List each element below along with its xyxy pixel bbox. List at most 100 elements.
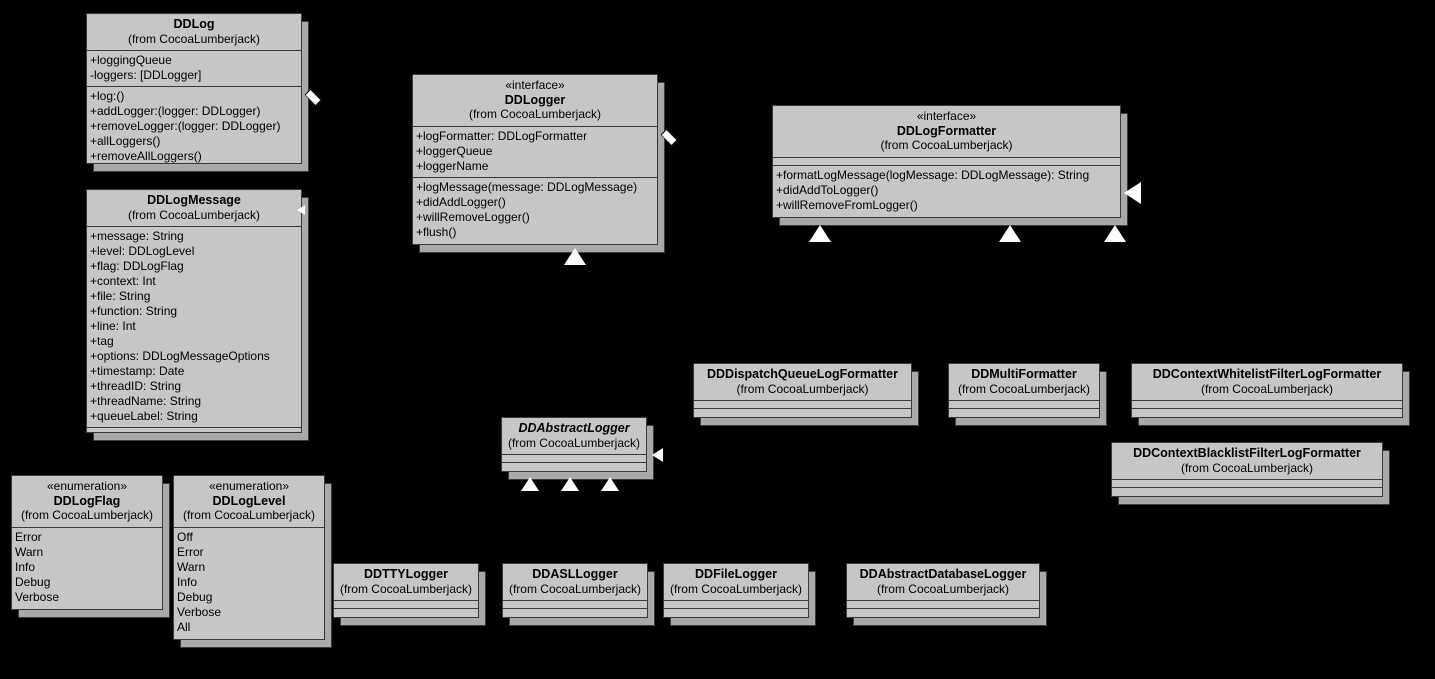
class-box-ddasllogger[interactable]: DDASLLogger (from CocoaLumberjack) bbox=[502, 563, 648, 618]
operation-row: +willRemoveFromLogger() bbox=[776, 197, 918, 212]
attribute-row: +queueLabel: String bbox=[90, 409, 198, 423]
operation-row: +didAddLogger() bbox=[416, 194, 506, 209]
attributes-ddasllogger bbox=[503, 601, 647, 609]
enum-literal-row: Warn bbox=[177, 559, 206, 574]
class-box-ddcontextblacklistfilterlogformatter[interactable]: DDContextBlacklistFilterLogFormatter (fr… bbox=[1111, 442, 1383, 497]
class-package-ddcontextwhitelistfilterlogformatter: (from CocoaLumberjack) bbox=[1200, 381, 1334, 396]
class-box-ddlog[interactable]: DDLog (from CocoaLumberjack) +loggingQue… bbox=[86, 13, 302, 164]
operation-row: +logMessage(message: DDLogMessage) bbox=[416, 179, 638, 194]
attribute-row: +options: DDLogMessageOptions bbox=[90, 349, 270, 363]
class-package-ddcontextblacklistfilterlogformatter: (from CocoaLumberjack) bbox=[1180, 460, 1314, 475]
connector-arrow-ddlogmessage bbox=[297, 205, 305, 215]
class-box-ddloglevel[interactable]: «enumeration» DDLogLevel (from CocoaLumb… bbox=[173, 475, 325, 640]
operation-row: +willRemoveLogger() bbox=[416, 209, 530, 224]
class-box-ddlogger[interactable]: «interface» DDLogger (from CocoaLumberja… bbox=[412, 74, 658, 245]
class-name-ddabstractlogger: DDAbstractLogger bbox=[518, 421, 630, 435]
class-box-ddlogformatter[interactable]: «interface» DDLogFormatter (from CocoaLu… bbox=[772, 105, 1121, 218]
operations-ddlogformatter: +formatLogMessage(logMessage: DDLogMessa… bbox=[773, 166, 1120, 216]
class-header-ddabstractdatabaselogger: DDAbstractDatabaseLogger (from CocoaLumb… bbox=[847, 564, 1039, 601]
attributes-ddabstractlogger bbox=[502, 455, 646, 463]
enum-literal-row: Warn bbox=[15, 544, 44, 559]
class-name-ddmultiformatter: DDMultiFormatter bbox=[971, 367, 1077, 381]
attributes-ddmultiformatter bbox=[949, 401, 1099, 409]
operation-row: +removeLogger:(logger: DDLogger) bbox=[90, 119, 281, 133]
class-box-ddttylogger[interactable]: DDTTYLogger (from CocoaLumberjack) bbox=[333, 563, 479, 618]
class-package-ddlogformatter: (from CocoaLumberjack) bbox=[880, 138, 1013, 152]
attribute-row: +tag bbox=[90, 334, 114, 348]
class-box-ddcontextwhitelistfilterlogformatter[interactable]: DDContextWhitelistFilterLogFormatter (fr… bbox=[1131, 363, 1403, 418]
attribute-row: -loggers: [DDLogger] bbox=[90, 68, 202, 82]
operation-row: +flush() bbox=[416, 224, 457, 239]
attribute-row: +line: Int bbox=[90, 319, 136, 333]
attributes-ddcontextwhitelistfilterlogformatter bbox=[1132, 401, 1402, 409]
operations-ddcontextblacklistfilterlogformatter bbox=[1112, 488, 1382, 495]
attributes-ddcontextblacklistfilterlogformatter bbox=[1112, 480, 1382, 488]
class-package-ddlogflag: (from CocoaLumberjack) bbox=[20, 508, 154, 522]
enum-literal-row: Info bbox=[177, 574, 198, 589]
operations-ddcontextwhitelistfilterlogformatter bbox=[1132, 409, 1402, 416]
connector-realization-ddmultiformatter bbox=[999, 225, 1021, 242]
operations-ddmultiformatter bbox=[949, 409, 1099, 416]
class-header-ddasllogger: DDASLLogger (from CocoaLumberjack) bbox=[503, 564, 647, 601]
operation-row: +removeAllLoggers() bbox=[90, 149, 202, 163]
class-header-ddlogger: «interface» DDLogger (from CocoaLumberja… bbox=[413, 75, 657, 127]
class-header-ddttylogger: DDTTYLogger (from CocoaLumberjack) bbox=[334, 564, 478, 601]
class-header-ddlogmessage: DDLogMessage (from CocoaLumberjack) bbox=[87, 190, 301, 227]
class-header-ddabstractlogger: DDAbstractLogger (from CocoaLumberjack) bbox=[502, 418, 646, 455]
class-name-ddlog: DDLog bbox=[173, 17, 215, 31]
class-name-ddasllogger: DDASLLogger bbox=[532, 567, 618, 581]
operations-ddabstractdatabaselogger bbox=[847, 609, 1039, 616]
class-box-ddabstractdatabaselogger[interactable]: DDAbstractDatabaseLogger (from CocoaLumb… bbox=[846, 563, 1040, 618]
class-name-ddloglevel: DDLogLevel bbox=[212, 493, 286, 508]
class-header-ddloglevel: «enumeration» DDLogLevel (from CocoaLumb… bbox=[174, 476, 324, 528]
enum-literal-row: Debug bbox=[15, 574, 51, 589]
enum-literal-row: Verbose bbox=[177, 604, 222, 619]
class-header-ddcontextblacklistfilterlogformatter: DDContextBlacklistFilterLogFormatter (fr… bbox=[1112, 443, 1382, 480]
class-package-dddispatchqueuelogformatter: (from CocoaLumberjack) bbox=[736, 381, 869, 396]
class-name-ddabstractdatabaselogger: DDAbstractDatabaseLogger bbox=[859, 567, 1027, 581]
class-package-ddmultiformatter: (from CocoaLumberjack) bbox=[957, 381, 1091, 396]
attributes-ddlogformatter bbox=[773, 158, 1120, 166]
stereotype-ddlogger: «interface» bbox=[505, 78, 565, 92]
class-box-ddmultiformatter[interactable]: DDMultiFormatter (from CocoaLumberjack) bbox=[948, 363, 1100, 418]
attribute-row: +threadName: String bbox=[90, 394, 202, 408]
operations-ddlogmessage bbox=[87, 428, 301, 435]
class-box-ddlogmessage[interactable]: DDLogMessage (from CocoaLumberjack) +mes… bbox=[86, 189, 302, 433]
attributes-ddlogmessage: +message: String +level: DDLogLevel +fla… bbox=[87, 227, 301, 428]
enum-literal-row: Debug bbox=[177, 589, 213, 604]
connector-realization-dddispatchqueuelogformatter bbox=[809, 225, 831, 242]
class-box-dddispatchqueuelogformatter[interactable]: DDDispatchQueueLogFormatter (from CocoaL… bbox=[693, 363, 912, 418]
class-name-ddcontextwhitelistfilterlogformatter: DDContextWhitelistFilterLogFormatter bbox=[1152, 367, 1382, 381]
class-header-dddispatchqueuelogformatter: DDDispatchQueueLogFormatter (from CocoaL… bbox=[694, 364, 911, 401]
attribute-row: +level: DDLogLevel bbox=[90, 244, 195, 258]
class-box-ddfilelogger[interactable]: DDFileLogger (from CocoaLumberjack) bbox=[663, 563, 809, 618]
aggregation-diamond-icon bbox=[660, 128, 678, 147]
class-header-ddlogformatter: «interface» DDLogFormatter (from CocoaLu… bbox=[773, 106, 1120, 158]
class-package-ddasllogger: (from CocoaLumberjack) bbox=[508, 581, 642, 596]
literals-ddloglevel: Off Error Warn Info Debug Verbose All bbox=[174, 528, 324, 638]
enum-literal-row: Info bbox=[15, 559, 36, 574]
attribute-row: +flag: DDLogFlag bbox=[90, 259, 184, 273]
enum-literal-row: Off bbox=[177, 529, 193, 544]
class-box-ddlogflag[interactable]: «enumeration» DDLogFlag (from CocoaLumbe… bbox=[11, 475, 163, 610]
stereotype-ddloglevel: «enumeration» bbox=[208, 479, 290, 493]
class-package-ddttylogger: (from CocoaLumberjack) bbox=[339, 581, 473, 596]
operations-dddispatchqueuelogformatter bbox=[694, 409, 911, 416]
connector-generalization-ddasllogger bbox=[561, 477, 579, 491]
class-header-ddlogflag: «enumeration» DDLogFlag (from CocoaLumbe… bbox=[12, 476, 162, 528]
connector-realization-ddlogger-ddabstractlogger bbox=[564, 248, 586, 265]
class-name-ddlogger: DDLogger bbox=[504, 92, 566, 107]
attributes-ddlogger: +logFormatter: DDLogFormatter +loggerQue… bbox=[413, 127, 657, 178]
class-package-ddloglevel: (from CocoaLumberjack) bbox=[182, 508, 316, 522]
class-name-ddlogflag: DDLogFlag bbox=[53, 493, 121, 508]
class-name-ddfilelogger: DDFileLogger bbox=[695, 567, 777, 581]
connector-realization-ddlogformatter-right bbox=[1124, 182, 1141, 204]
attribute-row: +function: String bbox=[90, 304, 178, 318]
class-box-ddabstractlogger[interactable]: DDAbstractLogger (from CocoaLumberjack) bbox=[501, 417, 647, 472]
class-header-ddfilelogger: DDFileLogger (from CocoaLumberjack) bbox=[664, 564, 808, 601]
class-package-ddabstractlogger: (from CocoaLumberjack) bbox=[507, 435, 641, 450]
class-header-ddlog: DDLog (from CocoaLumberjack) bbox=[87, 14, 301, 51]
attributes-dddispatchqueuelogformatter bbox=[694, 401, 911, 409]
enum-literal-row: Error bbox=[177, 544, 204, 559]
